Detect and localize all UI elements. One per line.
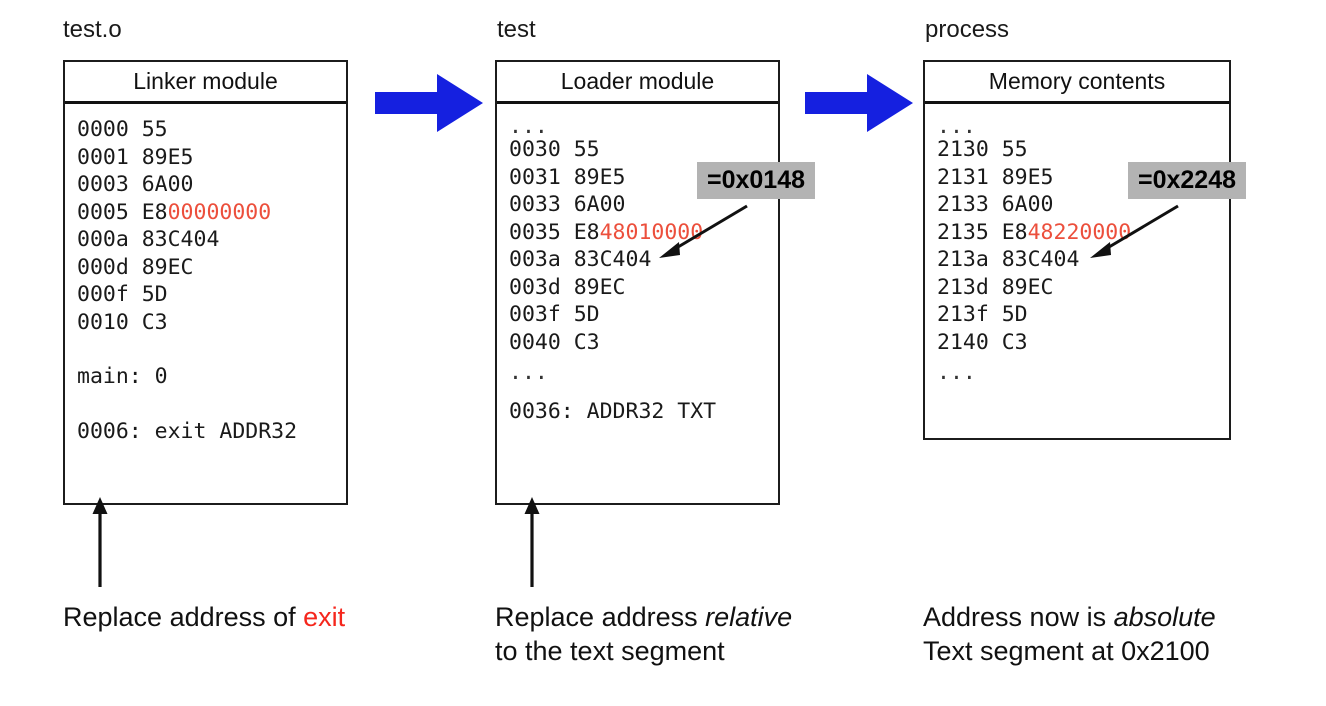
file-label-testo: test.o [63, 16, 122, 43]
panel-header-loader: Loader module [497, 62, 778, 104]
panel-header-memory: Memory contents [925, 62, 1229, 104]
file-label-test: test [497, 16, 536, 43]
code-line: 0010 C3 [77, 309, 168, 335]
code-line: 0000 55 [77, 117, 168, 142]
code-line: 003a 83C404 [509, 247, 652, 272]
caption-linker: Replace address of exit [63, 600, 463, 634]
code-line: 003f 5D [509, 302, 600, 327]
caption-text: Replace address of [63, 602, 304, 632]
panel-loader-module: Loader module ... 0030 55 0031 89E5 0033… [495, 60, 780, 505]
relocation-entry-line: 0036: ADDR32 TXT [509, 399, 717, 424]
ellipsis-bottom: ... [509, 360, 548, 385]
pointer-arrow-up-linker [92, 497, 108, 587]
spacer [77, 391, 346, 418]
caption-text-line2: to the text segment [495, 636, 725, 666]
panel-body-linker: 0000 55 0001 89E5 0003 6A00 0005 E800000… [65, 104, 346, 455]
spacer [509, 382, 778, 398]
code-line: 2140 C3 [937, 329, 1028, 355]
spacer [77, 336, 346, 363]
code-line: 0040 C3 [509, 329, 600, 355]
panel-body-loader: ... 0030 55 0031 89E5 0033 6A00 0035 E84… [497, 104, 778, 436]
caption-text: Address now is [923, 602, 1114, 632]
ellipsis-top: ... [937, 114, 976, 139]
panel-linker-module: Linker module 0000 55 0001 89E5 0003 6A0… [63, 60, 348, 505]
panel-memory-contents: Memory contents ... 2130 55 2131 89E5 21… [923, 60, 1231, 440]
blue-arrow-load-to-process [805, 74, 913, 132]
code-line: 2131 89E5 [937, 164, 1054, 190]
panel-body-memory: ... 2130 55 2131 89E5 2133 6A00 2135 E84… [925, 104, 1229, 392]
blue-arrow-link-to-load [375, 74, 483, 132]
code-line: 0033 6A00 [509, 192, 626, 217]
code-line-relocatable: 0005 E800000000 [77, 199, 272, 225]
callout-value-0x2248: =0x2248 [1128, 162, 1247, 200]
code-line: 003d 89EC [509, 274, 626, 300]
code-line-absolute: 2135 E848220000 [937, 219, 1132, 245]
caption-highlight-exit: exit [303, 602, 346, 632]
caption-loader: Replace address relative to the text segm… [495, 600, 895, 668]
code-line: 213d 89EC [937, 274, 1054, 300]
code-line: 0031 89E5 [509, 164, 626, 190]
absolute-address-bytes: 48220000 [1027, 219, 1132, 245]
callout-value-0x0148: =0x0148 [697, 162, 816, 200]
panel-header-linker: Linker module [65, 62, 346, 104]
caption-emphasis-absolute: absolute [1113, 602, 1216, 632]
code-line: 2130 55 [937, 137, 1028, 162]
ellipsis-top: ... [509, 114, 548, 139]
ellipsis-bottom: ... [937, 360, 976, 385]
code-line: 0001 89E5 [77, 144, 194, 170]
code-line: 0030 55 [509, 137, 600, 162]
caption-text: Replace address [495, 602, 706, 632]
code-line: 0003 6A00 [77, 172, 194, 197]
code-line: 2133 6A00 [937, 192, 1054, 217]
code-line: 000f 5D [77, 282, 168, 307]
callout-leader-arrow-memory [1090, 204, 1179, 258]
code-line: 000d 89EC [77, 254, 194, 280]
pointer-arrow-up-loader [524, 497, 540, 587]
caption-emphasis-relative: relative [705, 602, 793, 632]
relocation-placeholder-bytes: 00000000 [167, 199, 272, 225]
code-line: 000a 83C404 [77, 227, 220, 252]
symbol-table-line: main: 0 [77, 364, 168, 389]
code-line: 213a 83C404 [937, 247, 1080, 272]
callout-leader-arrow-loader [659, 204, 748, 258]
relocated-address-bytes: 48010000 [599, 219, 704, 245]
code-line-relocated: 0035 E848010000 [509, 219, 704, 245]
file-label-process: process [925, 16, 1010, 43]
caption-text-line2: Text segment at 0x2100 [923, 636, 1210, 666]
code-line: 213f 5D [937, 302, 1028, 327]
relocation-entry-line: 0006: exit ADDR32 [77, 418, 298, 444]
